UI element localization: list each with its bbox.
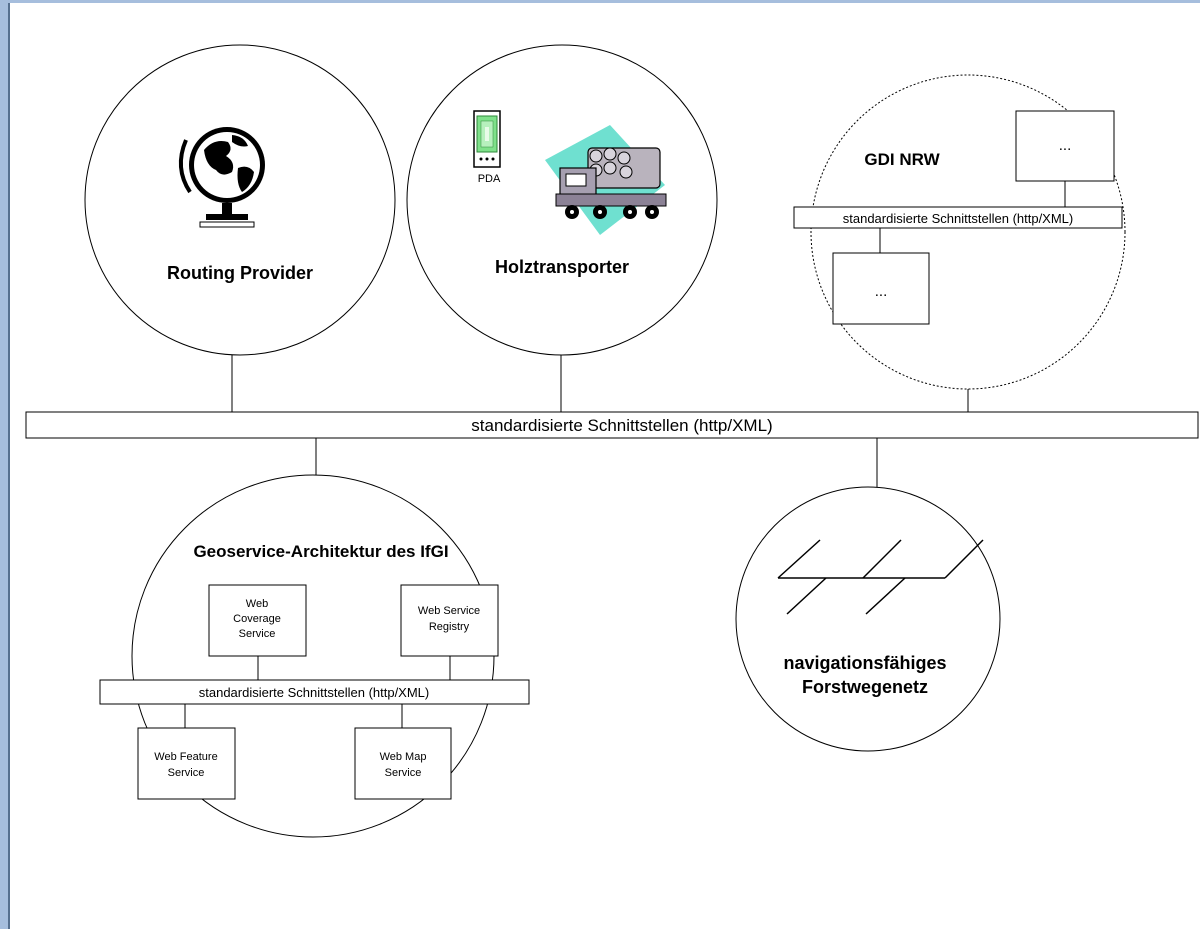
wcs-line-1: Web [246,598,268,610]
globe-icon [178,127,265,228]
gdi-interface-bus-label: standardisierte Schnittstellen (http/XML… [843,211,1074,226]
web-service-registry-box: Web Service Registry [400,584,499,657]
wfs-line-1: Web Feature [154,751,217,763]
forstwegenetz-title-line-1: navigationsfähiges [783,653,946,673]
ifgi-title: Geoservice-Architektur des IfGI [193,542,448,561]
main-interface-bus-label: standardisierte Schnittstellen (http/XML… [471,416,772,435]
ifgi-interface-bus-label: standardisierte Schnittstellen (http/XML… [199,685,430,700]
forstwegenetz-title-line-2: Forstwegenetz [802,677,928,697]
wms-line-2: Service [385,767,422,779]
gdi-box-bottom [832,252,930,325]
pda-label: PDA [478,173,501,185]
connector-lines [231,352,969,490]
wsr-line-2: Registry [429,621,470,633]
pda-icon [473,110,501,168]
web-map-service-box: Web Map Service [354,727,452,800]
ifgi-interface-bus: standardisierte Schnittstellen (http/XML… [99,679,530,705]
gdi-box-bottom-label: ... [875,283,888,300]
wfs-line-2: Service [168,767,205,779]
gdi-box-top [1015,110,1115,182]
web-feature-service-box: Web Feature Service [137,727,236,800]
routing-provider-node: Routing Provider [84,44,396,356]
wsr-line-1: Web Service [418,605,480,617]
ifgi-node: Geoservice-Architektur des IfGI Web Cove… [99,474,530,838]
gdi-box-top-label: ... [1059,137,1072,154]
web-coverage-service-box: Web Coverage Service [208,584,307,657]
routing-provider-title: Routing Provider [167,263,313,283]
wcs-line-3: Service [239,628,276,640]
forstwegenetz-node: navigationsfähiges Forstwegenetz [735,486,1001,752]
logging-truck-icon [545,125,667,235]
wms-line-1: Web Map [380,751,427,763]
holztransporter-node: PDA Holztransporter [406,44,718,356]
forstwegenetz-circle [735,486,1001,752]
main-interface-bus: standardisierte Schnittstellen (http/XML… [25,411,1199,439]
gdi-interface-bus [793,206,1123,229]
gdi-nrw-node: GDI NRW ... standardisierte Schnittstell… [793,74,1126,390]
gdi-nrw-title: GDI NRW [864,150,940,169]
road-network-icon [777,539,984,615]
wcs-line-2: Coverage [233,613,281,625]
holztransporter-title: Holztransporter [495,257,629,277]
